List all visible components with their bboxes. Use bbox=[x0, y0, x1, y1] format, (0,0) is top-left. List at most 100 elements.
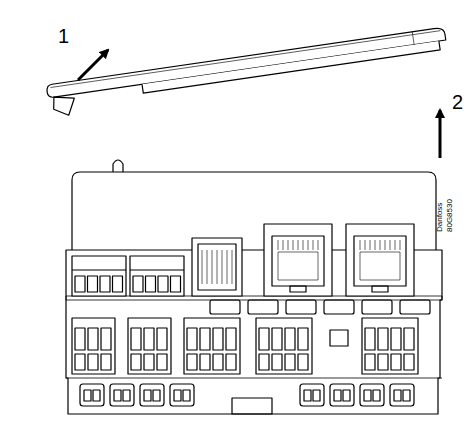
terminal-stroke bbox=[298, 354, 308, 370]
terminal-stroke bbox=[140, 384, 164, 406]
terminal-stroke bbox=[365, 328, 375, 350]
terminal-stroke bbox=[183, 390, 190, 401]
terminal-stroke bbox=[298, 240, 299, 250]
terminal-stroke bbox=[378, 354, 388, 370]
terminal-stroke bbox=[404, 354, 414, 370]
terminal-stroke bbox=[378, 328, 388, 350]
terminal-stroke bbox=[113, 276, 123, 292]
terminal-stroke bbox=[313, 390, 320, 401]
terminal-stroke bbox=[365, 354, 375, 370]
terminal-stroke bbox=[391, 328, 401, 350]
terminal-stroke bbox=[227, 250, 228, 284]
terminal-stroke bbox=[100, 276, 110, 292]
terminal-stroke bbox=[285, 354, 295, 370]
terminal-stroke bbox=[395, 240, 396, 250]
terminal-stroke bbox=[101, 354, 111, 370]
terminal-stroke bbox=[210, 300, 240, 314]
terminal-stroke bbox=[123, 390, 130, 401]
terminal-stroke bbox=[72, 318, 115, 374]
terminal-stroke bbox=[324, 300, 354, 314]
terminal-stroke bbox=[101, 328, 111, 350]
terminal-stroke bbox=[259, 328, 269, 350]
terminal-stroke bbox=[390, 240, 391, 250]
terminal-stroke bbox=[184, 318, 240, 374]
part-number: 80G8530 bbox=[446, 199, 454, 232]
terminal-stroke bbox=[385, 240, 386, 250]
terminal-stroke bbox=[88, 328, 98, 350]
callout-number: 2 bbox=[452, 92, 463, 112]
terminal-stroke bbox=[217, 250, 218, 284]
terminal-stroke bbox=[360, 252, 400, 280]
terminal-stroke bbox=[285, 328, 295, 350]
terminal-stroke bbox=[256, 318, 312, 374]
screw-terminal-row bbox=[72, 318, 418, 374]
rj45-jacks bbox=[264, 224, 414, 296]
terminal-stroke bbox=[380, 240, 381, 250]
terminal-stroke bbox=[364, 390, 371, 401]
controller-housing bbox=[66, 160, 442, 414]
terminal-stroke bbox=[373, 390, 380, 401]
terminal-stroke bbox=[213, 354, 223, 370]
terminal-stroke bbox=[93, 390, 100, 401]
arrow-2 bbox=[439, 110, 442, 158]
terminal-stroke bbox=[343, 390, 350, 401]
terminal-stroke bbox=[362, 318, 418, 374]
terminal-stroke bbox=[259, 354, 269, 370]
terminal-stroke bbox=[278, 252, 318, 280]
terminal-stroke bbox=[212, 250, 213, 284]
brand-mark: Danfoss bbox=[436, 203, 444, 232]
terminal-stroke bbox=[88, 276, 98, 292]
terminal-stroke bbox=[88, 354, 98, 370]
mid-row-openings bbox=[210, 300, 430, 314]
terminal-stroke bbox=[131, 328, 141, 350]
arrow-1 bbox=[78, 50, 108, 80]
terminal-stroke bbox=[283, 240, 284, 250]
terminal-stroke bbox=[114, 390, 121, 401]
terminal-stroke bbox=[75, 328, 85, 350]
terminal-stroke bbox=[226, 354, 236, 370]
terminal-stroke bbox=[248, 300, 278, 314]
terminal-stroke bbox=[286, 300, 316, 314]
terminal-stroke bbox=[278, 240, 279, 250]
terminal-stroke bbox=[80, 384, 104, 406]
terminal-stroke bbox=[170, 384, 194, 406]
terminal-stroke bbox=[226, 328, 236, 350]
terminal-stroke bbox=[222, 250, 223, 284]
terminal-stroke bbox=[375, 240, 376, 250]
terminal-stroke bbox=[232, 250, 233, 284]
terminal-stroke bbox=[187, 354, 197, 370]
terminal-stroke bbox=[144, 328, 154, 350]
terminal-stroke bbox=[157, 328, 167, 350]
terminal-stroke bbox=[72, 269, 126, 270]
terminal-stroke bbox=[131, 354, 141, 370]
terminal-stroke bbox=[158, 276, 168, 292]
terminal-stroke bbox=[394, 390, 401, 401]
terminal-stroke bbox=[403, 390, 410, 401]
terminal-stroke bbox=[330, 384, 354, 406]
terminal-stroke bbox=[202, 250, 203, 284]
terminal-stroke bbox=[153, 390, 160, 401]
terminal-stroke bbox=[370, 240, 371, 250]
terminal-stroke bbox=[360, 240, 361, 250]
terminal-stroke bbox=[308, 240, 309, 250]
rj12-jack bbox=[192, 238, 242, 296]
terminal-stroke bbox=[288, 240, 289, 250]
terminal-stroke bbox=[200, 328, 210, 350]
bottom-terminals bbox=[80, 384, 414, 406]
terminal-stroke bbox=[304, 390, 311, 401]
terminal-stroke bbox=[75, 276, 85, 292]
top-terminal-blocks bbox=[72, 256, 184, 296]
terminal-stroke bbox=[133, 276, 143, 292]
terminal-stroke bbox=[157, 354, 167, 370]
terminal-stroke bbox=[75, 354, 85, 370]
terminal-stroke bbox=[144, 354, 154, 370]
terminal-stroke bbox=[130, 269, 184, 270]
terminal-stroke bbox=[171, 276, 181, 292]
terminal-stroke bbox=[293, 240, 294, 250]
terminal-stroke bbox=[207, 250, 208, 284]
terminal-stroke bbox=[362, 300, 392, 314]
terminal-stroke bbox=[391, 354, 401, 370]
terminal-stroke bbox=[110, 384, 134, 406]
